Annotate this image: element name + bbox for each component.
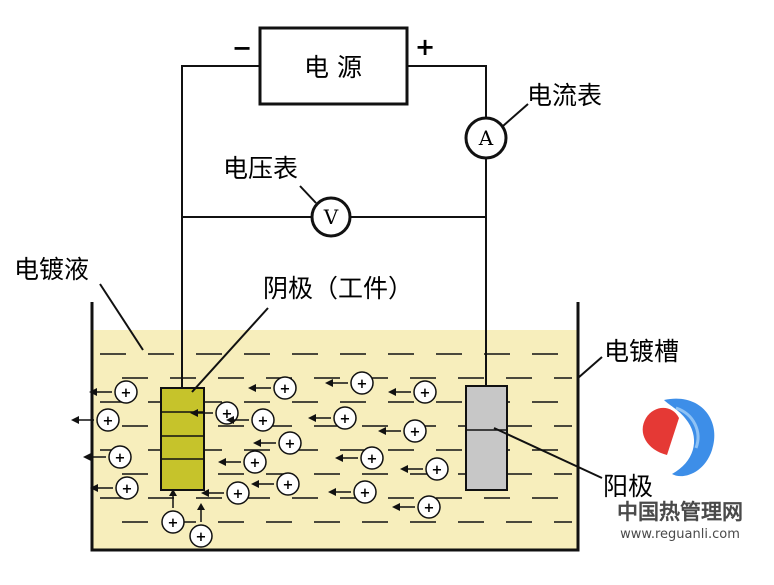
metal-ion: +	[251, 472, 300, 496]
watermark-name: 中国热管理网	[617, 500, 743, 524]
ion-charge-sign: +	[283, 478, 294, 493]
tank-leader-line	[577, 356, 603, 379]
ion-charge-sign: +	[420, 386, 431, 401]
ion-charge-sign: +	[410, 425, 421, 440]
metal-ion: +	[201, 481, 250, 505]
voltmeter-label: 电压表	[223, 154, 298, 183]
metal-ion: +	[253, 431, 302, 455]
anode-label: 阳极	[603, 472, 653, 501]
cathode-electrode	[160, 387, 205, 491]
voltmeter-symbol: V	[323, 205, 339, 229]
metal-ion: +	[335, 446, 384, 470]
metal-ion: +	[89, 380, 138, 404]
metal-ion: +	[325, 371, 374, 395]
metal-ion: +	[392, 495, 441, 519]
tank-label: 电镀槽	[604, 337, 679, 366]
metal-ion: +	[83, 445, 132, 469]
ion-charge-sign: +	[432, 463, 443, 478]
ammeter-leader-line	[502, 103, 529, 127]
power-source-label: 电 源	[304, 53, 362, 82]
watermark-logo	[642, 398, 715, 477]
metal-ion: +	[90, 476, 139, 500]
metal-ion: +	[400, 457, 449, 481]
ion-charge-sign: +	[357, 377, 368, 392]
ion-charge-sign: +	[250, 456, 261, 471]
metal-ion: +	[218, 450, 267, 474]
solution-label: 电镀液	[14, 255, 89, 284]
cathode-label: 阴极（工件）	[263, 274, 413, 303]
solution-dash-lines	[100, 353, 572, 523]
ion-charge-sign: +	[103, 414, 114, 429]
ion-charge-sign: +	[258, 414, 269, 429]
metal-ion: +	[189, 503, 213, 548]
ion-charge-sign: +	[285, 437, 296, 452]
ion-charge-sign: +	[122, 482, 133, 497]
metal-ion: +	[161, 489, 185, 534]
positive-terminal-sign: +	[415, 33, 435, 61]
ion-charge-sign: +	[168, 516, 179, 531]
ion-charge-sign: +	[222, 407, 233, 422]
ammeter-symbol: A	[478, 126, 494, 150]
negative-terminal-sign: −	[232, 34, 252, 62]
solution-leader-line	[99, 283, 144, 351]
ion-charge-sign: +	[367, 452, 378, 467]
ion-charge-sign: +	[115, 451, 126, 466]
ion-charge-sign: +	[121, 386, 132, 401]
ion-charge-sign: +	[340, 412, 351, 427]
voltmeter-circle	[310, 196, 352, 238]
voltmeter-leader-line	[299, 185, 317, 204]
metal-ion: +	[226, 408, 275, 432]
ion-charge-sign: +	[360, 486, 371, 501]
anode-electrode	[465, 385, 508, 491]
watermark-url: www.reguanli.com	[620, 527, 740, 542]
anode-leader-line	[493, 427, 603, 479]
ammeter-label: 电流表	[527, 81, 602, 110]
ion-charge-sign: +	[424, 501, 435, 516]
plating-tank	[90, 302, 580, 552]
circuit-wires	[181, 65, 487, 392]
power-source-box	[258, 26, 409, 106]
ammeter-circle	[464, 116, 508, 160]
metal-ion: +	[378, 419, 427, 443]
metal-ions: + + + + + + + + + + + + + + + + + + + + +	[71, 371, 449, 548]
ion-charge-sign: +	[196, 530, 207, 545]
ion-charge-sign: +	[280, 382, 291, 397]
metal-ion: +	[328, 480, 377, 504]
metal-ion: +	[308, 406, 357, 430]
ion-charge-sign: +	[233, 487, 244, 502]
metal-ion: +	[71, 408, 120, 432]
metal-ion: +	[388, 380, 437, 404]
cathode-leader-line	[191, 307, 269, 393]
metal-ion: +	[248, 376, 297, 400]
